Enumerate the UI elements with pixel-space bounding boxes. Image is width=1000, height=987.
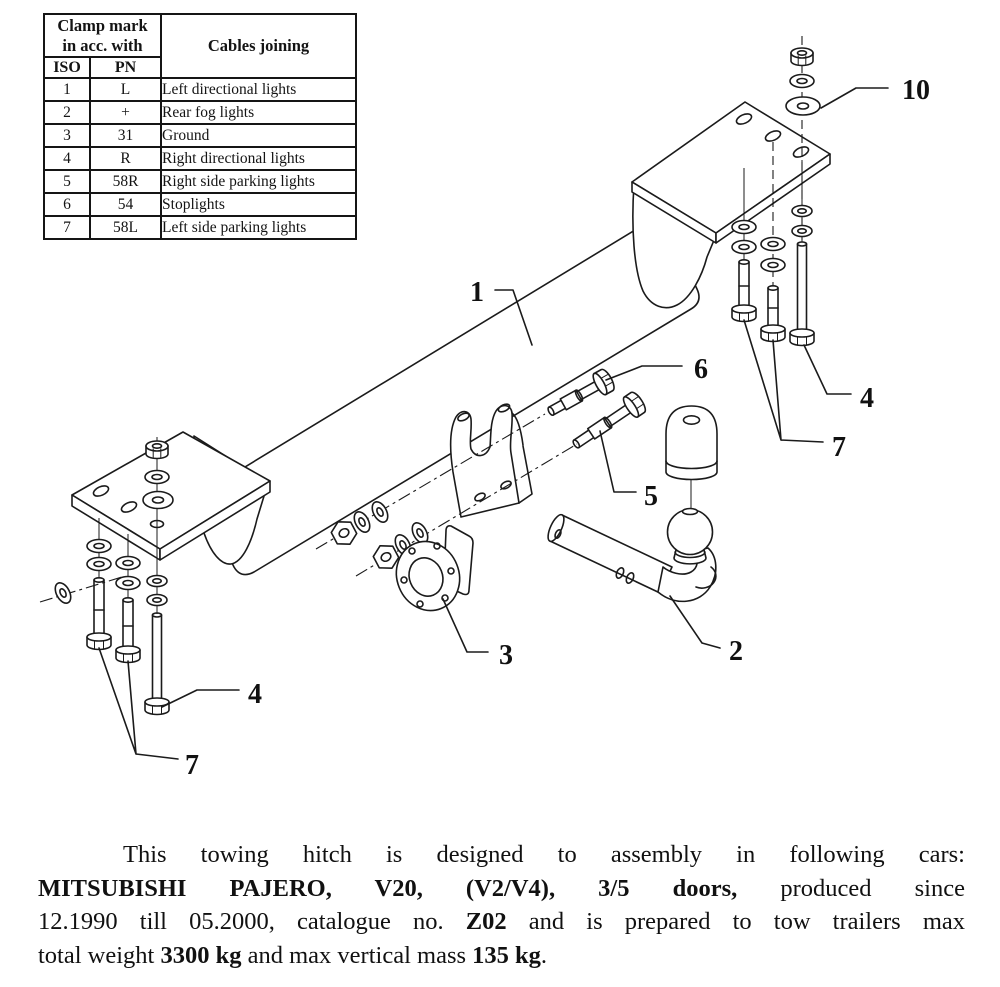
callout-7-left: 7: [185, 750, 199, 781]
right-bolt-stacks: [731, 204, 815, 347]
paragraph-line: This towing hitch is designed to assembl…: [38, 838, 965, 872]
cell-pn: 31: [88, 123, 163, 148]
callout-3: 3: [499, 640, 513, 671]
cell-cable: Right directional lights: [160, 146, 358, 171]
cell-cable: Stoplights: [160, 192, 358, 217]
cell-pn: 58R: [88, 169, 163, 194]
callout-7-right: 7: [832, 432, 846, 463]
table-row: 5 58R Right side parking lights: [43, 169, 358, 194]
clamp-mark-line1: Clamp mark: [57, 16, 148, 35]
socket-plate: [395, 525, 474, 612]
paragraph-line: MITSUBISHI PAJERO, V20, (V2/V4), 3/5 doo…: [38, 872, 965, 906]
paragraph-line: total weight 3300 kg and max vertical ma…: [38, 939, 965, 973]
clamp-mark-header: Clamp mark in acc. with: [42, 13, 163, 58]
callout-labels: 1 2 3 4 4 5 6 7 7 10: [185, 75, 930, 781]
max-vertical-mass-text: 135 kg: [472, 941, 541, 969]
text-segment: This towing hitch is designed to assembl…: [123, 841, 965, 868]
clamp-mark-line2: in acc. with: [62, 35, 143, 55]
cell-iso: 1: [43, 77, 91, 102]
cell-pn: +: [88, 100, 163, 125]
table-row: 6 54 Stoplights: [43, 192, 358, 217]
max-weight-text: 3300 kg: [160, 941, 242, 969]
cell-cable: Right side parking lights: [160, 169, 358, 194]
callout-5: 5: [644, 481, 658, 512]
cell-cable: Left side parking lights: [160, 215, 358, 240]
callout-2: 2: [729, 636, 743, 667]
paragraph-line: 12.1990 till 05.2000, catalogue no. Z02 …: [38, 905, 965, 939]
cell-pn: 58L: [88, 215, 163, 240]
callout-1: 1: [470, 277, 484, 308]
left-bolt-stacks: [86, 538, 170, 716]
callout-4-left: 4: [248, 679, 262, 710]
cell-iso: 5: [43, 169, 91, 194]
bolt-5: [572, 389, 649, 449]
callout-6: 6: [694, 354, 708, 385]
text-segment: produced since: [737, 874, 965, 902]
cell-cable: Rear fog lights: [160, 100, 358, 125]
table-subheader-row: ISO PN: [43, 56, 356, 79]
cables-joining-header: Cables joining: [160, 13, 358, 79]
text-segment: 12.1990 till 05.2000, catalogue no.: [38, 908, 466, 935]
iso-header: ISO: [43, 56, 91, 79]
cables-joining-table: Clamp mark in acc. with Cables joining I…: [42, 13, 358, 240]
cell-iso: 2: [43, 100, 91, 125]
text-segment: and max vertical mass: [241, 941, 473, 969]
cell-pn: 54: [88, 192, 163, 217]
callout-4-right: 4: [860, 383, 874, 414]
vehicle-model-text: MITSUBISHI PAJERO, V20, (V2/V4), 3/5 doo…: [38, 874, 738, 902]
table-row: 1 L Left directional lights: [43, 77, 358, 102]
table-row: 2 + Rear fog lights: [43, 100, 358, 125]
catalogue-number-text: Z02: [465, 908, 507, 935]
text-segment: and is prepared to tow trailers max: [506, 908, 965, 935]
cell-pn: L: [88, 77, 163, 102]
text-segment: total weight: [38, 941, 161, 969]
callout-10: 10: [902, 75, 930, 106]
cell-cable: Ground: [160, 123, 358, 148]
leader-lines: [98, 87, 889, 760]
pn-header: PN: [88, 56, 163, 79]
table-row: 4 R Right directional lights: [43, 146, 358, 171]
cell-cable: Left directional lights: [160, 77, 358, 102]
table-row: 3 31 Ground: [43, 123, 358, 148]
left-mount-bracket: [71, 431, 271, 614]
tow-ball-arm: [547, 507, 717, 603]
text-segment: .: [540, 941, 548, 969]
table-header-row: Clamp mark in acc. with Cables joining: [42, 13, 358, 79]
cell-iso: 7: [43, 215, 91, 240]
table-row: 7 58L Left side parking lights: [43, 215, 358, 240]
description-paragraph: This towing hitch is designed to assembl…: [38, 838, 965, 972]
cell-iso: 6: [43, 192, 91, 217]
top-fastener-stack: [785, 47, 821, 116]
cell-iso: 3: [43, 123, 91, 148]
cell-pn: R: [88, 146, 163, 171]
bolt-6: [547, 366, 618, 417]
ball-cover-cap: [665, 405, 718, 510]
cell-iso: 4: [43, 146, 91, 171]
